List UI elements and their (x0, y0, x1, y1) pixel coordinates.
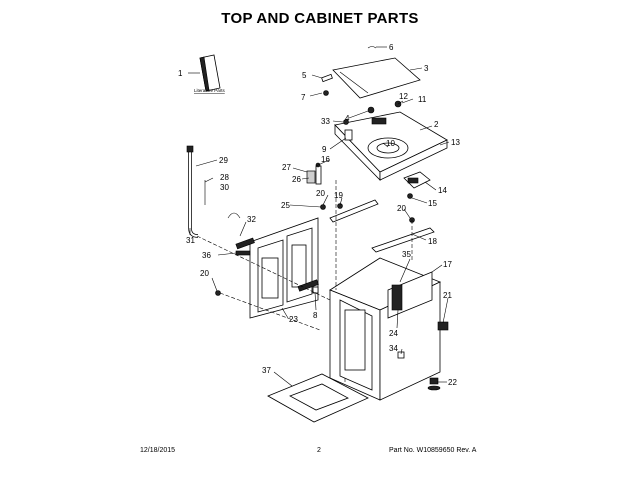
callout-8: 8 (313, 311, 318, 320)
callout-1: 1 (178, 69, 183, 78)
lid-bumper-part (323, 90, 329, 96)
drain-hose-part (186, 145, 199, 238)
clip-bracket-part (306, 170, 316, 184)
callout-30: 30 (220, 183, 229, 192)
callout-22: 22 (448, 378, 457, 387)
callout-18: 18 (428, 237, 437, 246)
callout-13: 13 (451, 138, 460, 147)
literature-parts-label: Literature Parts (194, 88, 226, 93)
footer-part-number: Part No. W10859650 Rev. A (389, 447, 477, 454)
callout-34: 34 (389, 344, 398, 353)
callout-15: 15 (428, 199, 437, 208)
callout-28: 28 (220, 173, 229, 182)
screw-part (343, 119, 349, 125)
callout-labels: 1 2 3 4 5 6 7 8 9 10 11 12 13 14 15 16 1… (178, 43, 460, 387)
valve-connector-part (235, 250, 251, 256)
callout-5: 5 (302, 71, 307, 80)
callout-29: 29 (219, 156, 228, 165)
page-title: TOP AND CABINET PARTS (221, 10, 419, 27)
foot-part (427, 377, 441, 391)
callout-27: 27 (282, 163, 291, 172)
label-part (397, 351, 405, 359)
top-lid-part (332, 57, 421, 99)
front-bracket-part (371, 217, 435, 253)
tie-rod-part (315, 165, 322, 185)
callout-20-a: 20 (316, 189, 325, 198)
cabinet-part (329, 257, 442, 401)
callout-35: 35 (402, 250, 411, 259)
base-pan-part (267, 373, 369, 423)
callout-23: 23 (289, 315, 298, 324)
callout-19: 19 (334, 191, 343, 200)
callout-24: 24 (389, 329, 398, 338)
leader-lines (188, 46, 450, 387)
callout-20-b: 20 (397, 204, 406, 213)
callout-7: 7 (301, 93, 306, 102)
lid-pin-part (367, 46, 377, 49)
callout-12: 12 (399, 92, 408, 101)
water-inlet-part (297, 279, 319, 292)
inlet-valve-part (235, 237, 255, 250)
control-board-part (403, 171, 431, 189)
callout-16: 16 (321, 155, 330, 164)
footer-page-number: 2 (317, 447, 321, 454)
rear-panel-part (249, 217, 319, 319)
inlet-screen-part (312, 286, 319, 294)
leveling-leg-part (437, 321, 449, 331)
callout-17: 17 (443, 260, 452, 269)
callout-32: 32 (247, 215, 256, 224)
hose-hook-part (227, 212, 241, 219)
assembly-line (196, 235, 331, 301)
literature-book-part: Literature Parts (194, 54, 226, 93)
callout-37: 37 (262, 366, 271, 375)
top-bracket-part (320, 199, 379, 223)
callout-3: 3 (424, 64, 429, 73)
callout-10: 10 (386, 139, 395, 148)
lid-switch-part (367, 106, 375, 114)
main-top-part (334, 111, 448, 181)
footer-date: 12/18/2015 (140, 447, 176, 454)
callout-9: 9 (322, 145, 327, 154)
callout-6: 6 (389, 43, 394, 52)
callout-4: 4 (345, 114, 350, 123)
callout-33: 33 (321, 117, 330, 126)
clip-part (407, 193, 413, 199)
callout-26: 26 (292, 175, 301, 184)
hinge-part (321, 73, 333, 83)
callout-2: 2 (434, 120, 439, 129)
callout-36: 36 (202, 251, 211, 260)
callout-21: 21 (443, 291, 452, 300)
callout-14: 14 (438, 186, 447, 195)
callout-31: 31 (186, 236, 195, 245)
callout-20-c: 20 (200, 269, 209, 278)
callout-11: 11 (418, 95, 427, 104)
panel-screw-part (215, 290, 221, 296)
callout-25: 25 (281, 201, 290, 210)
